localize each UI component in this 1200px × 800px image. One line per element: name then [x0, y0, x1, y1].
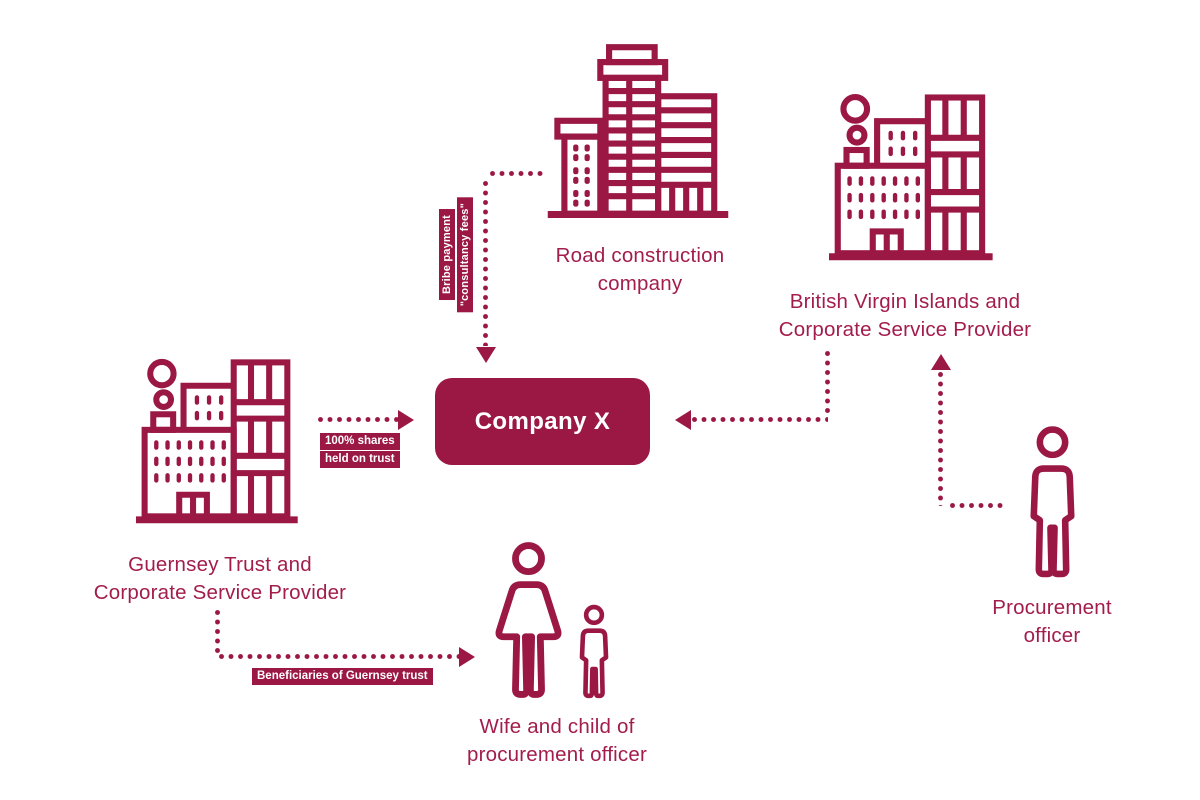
road-company-label-line2: company	[597, 272, 683, 295]
bribe-payment-edge-label: Bribe payment "consultancy fees"	[439, 197, 473, 313]
shares-chip-line1: 100% shares	[320, 433, 400, 450]
beneficiaries-edge-label: Beneficiaries of Guernsey trust	[252, 668, 433, 685]
edge-bvi-to-companyx-line	[692, 417, 828, 422]
procurement-officer-label-line2: officer	[1023, 624, 1081, 647]
company-x-box: Company X	[435, 378, 650, 465]
city-buildings-icon	[821, 87, 1005, 262]
bvi-provider-label: British Virgin Islands and Corporate Ser…	[755, 288, 1055, 344]
road-company-label-line1: Road construction	[555, 244, 725, 267]
edge-guernsey-to-family-line	[215, 610, 220, 657]
arrowhead-left-icon	[675, 410, 691, 430]
procurement-officer-label: Procurement officer	[962, 594, 1142, 650]
bvi-provider-label-line1: British Virgin Islands and	[789, 290, 1021, 313]
skyscraper-building-icon	[546, 40, 730, 220]
wife-child-label-line1: Wife and child of	[479, 715, 635, 738]
person-icon	[1022, 424, 1083, 581]
arrowhead-down-icon	[476, 347, 496, 363]
guernsey-provider-label: Guernsey Trust and Corporate Service Pro…	[70, 551, 370, 607]
consultancy-fees-chip: "consultancy fees"	[457, 197, 473, 313]
wife-child-label: Wife and child of procurement officer	[437, 713, 677, 769]
bvi-provider-label-line2: Corporate Service Provider	[778, 318, 1032, 341]
arrowhead-up-icon	[931, 354, 951, 370]
edge-guernsey-to-family-line	[219, 654, 459, 659]
child-icon	[573, 602, 615, 700]
woman-icon	[488, 540, 569, 700]
road-company-label: Road construction company	[540, 242, 740, 298]
guernsey-provider-label-line1: Guernsey Trust and	[128, 553, 312, 576]
shares-chip-line2: held on trust	[320, 451, 400, 468]
guernsey-provider-label-line2: Corporate Service Provider	[93, 581, 347, 604]
arrowhead-right-icon	[459, 647, 475, 667]
edge-guernsey-to-companyx-line	[318, 417, 398, 422]
arrowhead-right-icon	[398, 410, 414, 430]
wife-child-label-line2: procurement officer	[466, 743, 648, 766]
edge-bvi-to-companyx-line	[825, 351, 830, 414]
edge-road-to-companyx-line	[490, 171, 546, 176]
edge-officer-to-bvi-line	[938, 372, 943, 506]
edge-road-to-companyx-line	[483, 181, 488, 346]
procurement-officer-label-line1: Procurement	[992, 596, 1112, 619]
edge-officer-to-bvi-line	[950, 503, 1007, 508]
city-buildings-icon	[128, 352, 310, 525]
company-x-label: Company X	[474, 407, 611, 435]
bribe-payment-chip: Bribe payment	[439, 209, 455, 301]
shares-edge-label: 100% shares held on trust	[320, 433, 400, 468]
